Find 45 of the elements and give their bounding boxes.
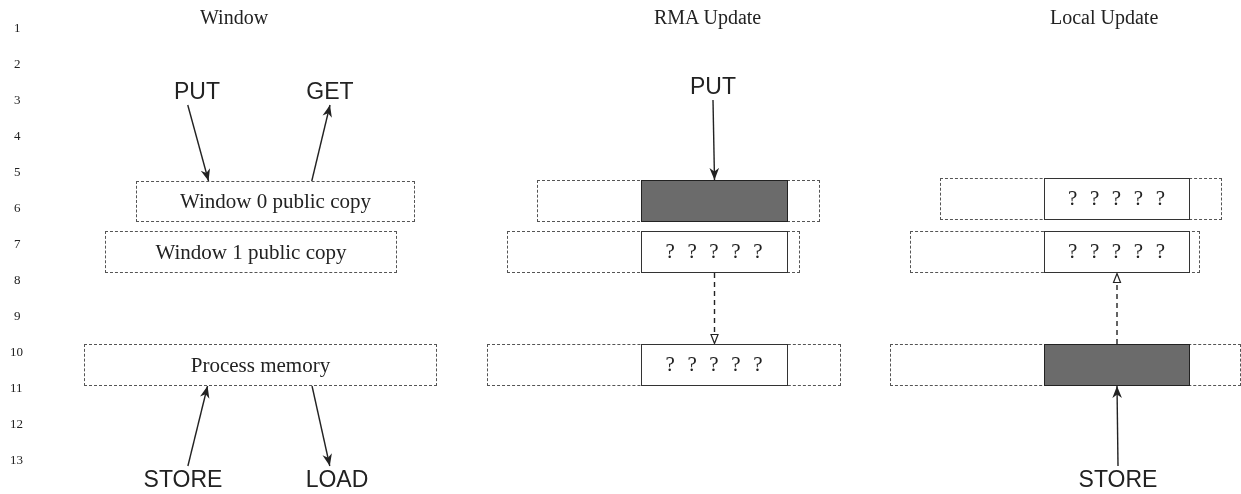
arrow [311,104,332,182]
arrow [709,99,720,181]
data-cell: ? ? ? ? ? [640,343,788,386]
line-number: 4 [14,128,21,144]
memory-window-box [890,344,1241,386]
data-cell: ? ? ? ? ? [640,230,788,273]
memory-window-box [507,231,800,273]
line-number: 10 [10,344,23,360]
memory-window-box [910,231,1200,273]
line-number: 3 [14,92,21,108]
arrow [187,385,210,467]
line-number: 7 [14,236,21,252]
line-number: 1 [14,20,21,36]
line-number: 11 [10,380,23,396]
arrow [311,385,332,467]
line-number: 5 [14,164,21,180]
operation-label: PUT [164,78,230,105]
line-number: 2 [14,56,21,72]
memory-window-box [940,178,1222,220]
updated-data-cell [640,179,788,222]
updated-data-cell [1043,343,1190,386]
operation-label: STORE [1070,466,1166,493]
line-number: 9 [14,308,21,324]
arrow [1112,385,1122,467]
arrow [187,104,210,182]
operation-label: PUT [682,72,744,100]
data-cell: ? ? ? ? ? [1043,230,1190,273]
line-number: 12 [10,416,23,432]
memory-window-box: Process memory [84,344,437,386]
line-number: 8 [14,272,21,288]
memory-window-box [537,180,820,222]
column-heading: RMA Update [654,6,762,29]
data-cell: ? ? ? ? ? [1043,177,1190,220]
column-heading: Window [200,6,269,29]
operation-label: STORE [134,466,232,493]
arrow [710,272,719,345]
memory-window-box: Window 1 public copy [105,231,397,273]
arrow [1112,272,1122,345]
operation-label: GET [297,78,363,105]
column-heading: Local Update [1050,6,1159,29]
line-number: 6 [14,200,21,216]
memory-window-box [487,344,841,386]
operation-label: LOAD [297,466,377,493]
memory-window-box: Window 0 public copy [136,181,415,222]
line-number: 13 [10,452,23,468]
